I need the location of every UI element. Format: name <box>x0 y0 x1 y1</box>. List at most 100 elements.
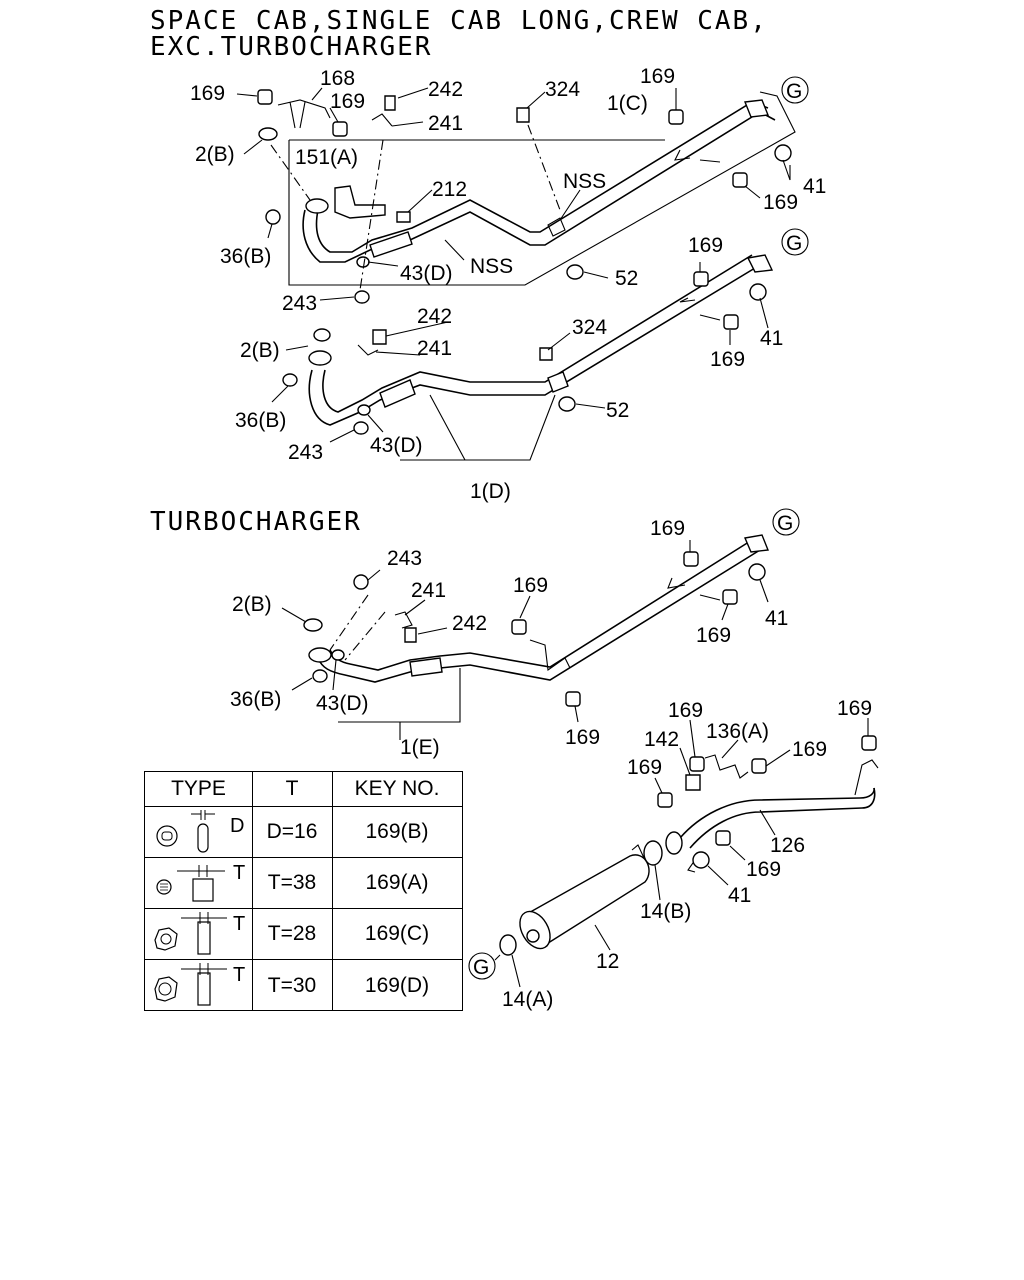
key-no: 169(C) <box>364 921 430 945</box>
part-callout-label: 52 <box>615 267 638 290</box>
key-no: 169(B) <box>365 819 429 843</box>
part-callout-label: 169 <box>763 191 798 214</box>
part-callout-label: 169 <box>640 65 675 88</box>
part-callout-label: 241 <box>411 579 446 602</box>
middle-pipe <box>308 264 761 426</box>
header-t: T <box>285 777 299 800</box>
part-callout-label: 14(B) <box>640 900 691 923</box>
upper-pipe <box>302 111 776 263</box>
bushing-type-table: TYPE T KEY NO. D D=16 169(B) T T=38 169(… <box>144 771 463 1011</box>
part-callout-label: 242 <box>452 612 487 635</box>
part-callout-label: 36(B) <box>230 688 281 711</box>
connector-g-marker-2 <box>781 228 809 256</box>
part-callout-label: 41 <box>760 327 783 350</box>
muffler-assembly: G 169 169 142 136(A) 169 169 126 169 41 … <box>468 697 879 1011</box>
muffler-12 <box>523 854 650 946</box>
part-callout-label: 2(B) <box>240 339 280 362</box>
part-callout-label: 169 <box>650 517 685 540</box>
key-no: 169(A) <box>365 870 429 894</box>
t-value: D=16 <box>266 819 318 843</box>
tail-pipe-126 <box>679 787 875 839</box>
part-callout-label: 242 <box>417 305 452 328</box>
part-callout-label: 36(B) <box>235 409 286 432</box>
part-callout-label: 169 <box>565 726 600 749</box>
part-callout-label: 243 <box>288 441 323 464</box>
connector-g-marker-4 <box>468 952 496 980</box>
part-callout-label: 324 <box>545 78 580 101</box>
assembly-outline <box>288 91 796 286</box>
connector-g-marker-1 <box>781 76 809 104</box>
part-callout-label: 169 <box>837 697 872 720</box>
header-key-no: KEY NO. <box>354 777 440 800</box>
type-icon-row-3: T <box>145 908 252 959</box>
upper-flange <box>305 198 329 214</box>
gasket-14a <box>499 934 517 956</box>
turbo-pipe <box>317 549 761 683</box>
type-icon-row-2: T <box>145 857 252 908</box>
part-callout-label: 241 <box>428 112 463 135</box>
turbo-assembly: G 169 243 241 169 2(B) 242 41 169 36(B) … <box>230 508 800 759</box>
t-value: T=28 <box>267 921 317 945</box>
title-turbocharger: TURBOCHARGER <box>150 507 362 537</box>
part-callout-label: 169 <box>792 738 827 761</box>
part-callout-label: NSS <box>470 255 513 278</box>
connector-g-label: G <box>786 80 802 103</box>
part-callout-label: 43(D) <box>370 434 423 457</box>
part-callout-label: 52 <box>606 399 629 422</box>
connector-g-label: G <box>473 956 489 979</box>
key-no: 169(D) <box>364 973 430 997</box>
middle-converter <box>379 379 416 408</box>
part-callout-label: 169 <box>513 574 548 597</box>
type-dimension-mark: T <box>233 913 245 935</box>
part-callout-label: 126 <box>770 834 805 857</box>
part-callout-label: 136(A) <box>706 720 769 743</box>
part-callout-label: 14(A) <box>502 988 553 1011</box>
type-dimension-mark: T <box>233 964 245 986</box>
part-callout-label: 2(B) <box>232 593 272 616</box>
connector-g-label: G <box>786 232 802 255</box>
tail-pipe-flange <box>665 831 683 855</box>
part-callout-label: 151(A) <box>295 146 358 169</box>
part-callout-label: 168 <box>320 67 355 90</box>
part-callout-label: 2(B) <box>195 143 235 166</box>
part-callout-label: 242 <box>428 78 463 101</box>
middle-flange <box>308 350 332 366</box>
part-callout-label: 1(E) <box>400 736 440 759</box>
part-callout-label: 243 <box>387 547 422 570</box>
t-value: T=38 <box>267 870 317 894</box>
upper-converter <box>369 231 413 258</box>
part-callout-label: 43(D) <box>316 692 369 715</box>
type-icon-row-1: D <box>145 806 252 857</box>
part-callout-label: 324 <box>572 316 607 339</box>
title-line-1: SPACE CAB,SINGLE CAB LONG,CREW CAB, <box>150 6 768 36</box>
header-type: TYPE <box>171 777 226 800</box>
title-line-2: EXC.TURBOCHARGER <box>150 32 433 62</box>
part-callout-label: 169 <box>688 234 723 257</box>
part-callout-label: 1(C) <box>607 92 648 115</box>
t-value: T=30 <box>267 973 317 997</box>
part-callout-label: 142 <box>644 728 679 751</box>
part-callout-label: 169 <box>696 624 731 647</box>
connector-g-label: G <box>777 512 793 535</box>
type-dimension-mark: T <box>233 862 245 884</box>
part-callout-label: 169 <box>668 699 703 722</box>
part-callout-label: 36(B) <box>220 245 271 268</box>
type-dimension-mark: D <box>230 815 244 837</box>
turbo-flange <box>308 647 332 663</box>
part-callout-label: 1(D) <box>470 480 511 503</box>
middle-assembly: G 169 242 324 2(B) 241 41 36(B) 169 52 2… <box>235 228 809 503</box>
part-callout-label: 169 <box>710 348 745 371</box>
upper-assembly: G 169 168 242 324 169 169 241 2(B) 151(A… <box>190 65 826 315</box>
part-callout-label: NSS <box>563 170 606 193</box>
part-callout-label: 41 <box>765 607 788 630</box>
turbo-flex-joint <box>409 657 443 677</box>
part-callout-label: 243 <box>282 292 317 315</box>
heat-shield-151a <box>334 185 386 219</box>
part-callout-label: 169 <box>330 90 365 113</box>
part-callout-label: 212 <box>432 178 467 201</box>
part-callout-label: 41 <box>803 175 826 198</box>
part-callout-label: 12 <box>596 950 619 973</box>
part-callout-label: 169 <box>627 756 662 779</box>
part-callout-label: 43(D) <box>400 262 453 285</box>
